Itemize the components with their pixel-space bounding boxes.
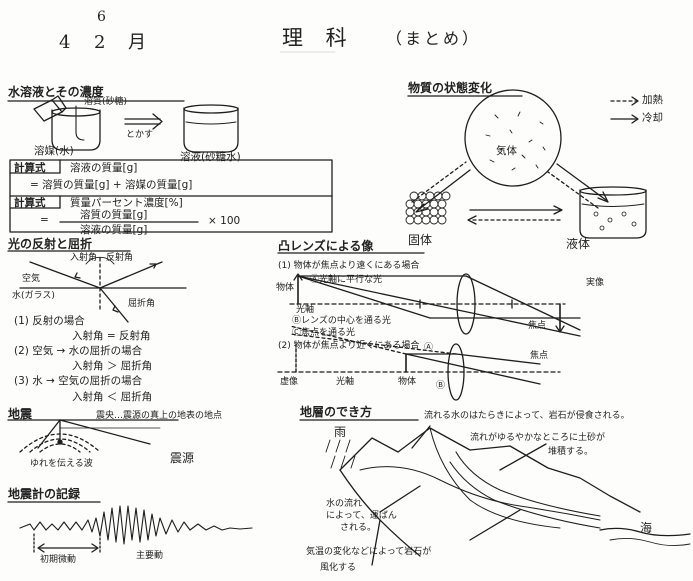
axis2-label: 光軸 xyxy=(336,377,355,387)
water-label: 水(ガラス) xyxy=(12,291,55,301)
legend-cool: 冷却 xyxy=(642,112,663,124)
state-change-heading: 物質の状態変化 xyxy=(408,81,493,95)
lens-case2: (2) 物体が焦点より近くにある場合 xyxy=(278,341,420,351)
solute-label: 溶質(砂糖) xyxy=(84,97,128,107)
lens-case1: (1) 物体が焦点より遠くにある場合 xyxy=(278,261,420,271)
transport-line3: される。 xyxy=(340,523,377,533)
liquid-label: 液体 xyxy=(566,237,591,251)
ray-b-label: Ⓑレンズの中心を通る光 xyxy=(292,316,391,326)
object2-label: 物体 xyxy=(398,377,417,387)
earthquake-heading: 地震 xyxy=(8,407,33,421)
earthquake-diagram xyxy=(7,419,179,453)
focus1-label: 焦点 xyxy=(528,321,547,331)
virtual-image-label: 虚像 xyxy=(280,377,299,387)
rule1b: 入射角 = 反射角 xyxy=(72,330,151,342)
formula2-times: × 100 xyxy=(208,215,241,227)
erosion-label: 流れる水のはたらきによって、岩石が侵食される。 xyxy=(424,411,630,421)
p-wave-label: 初期微動 xyxy=(40,555,77,565)
air-label: 空気 xyxy=(22,274,41,284)
solution-heading: 水溶液とその濃度 xyxy=(8,85,104,99)
ray-a-label: Ⓐ光軸に平行な光 xyxy=(310,275,383,285)
legend-heat: 加熱 xyxy=(642,94,663,106)
solid-label: 固体 xyxy=(408,233,433,247)
formula1-label: 計算式 xyxy=(14,162,46,174)
date-day: 2 xyxy=(94,32,106,53)
formula2-eq: = xyxy=(40,214,49,226)
page-subtitle: （まとめ） xyxy=(386,29,482,48)
stratum-diagram xyxy=(299,419,691,566)
mark-a: Ⓐ xyxy=(424,343,434,353)
epicenter-label: 震央…震源の真上の地表の地点 xyxy=(96,411,223,421)
deposit-line2: 堆積する。 xyxy=(548,447,594,457)
state-change-diagram xyxy=(405,89,647,239)
date-month: 4 xyxy=(59,32,71,53)
focus2-label: 焦点 xyxy=(530,351,549,361)
lens-heading: 凸レンズによる像 xyxy=(278,239,374,253)
reflection-label: 反射角 xyxy=(106,253,134,263)
gas-label: 気体 xyxy=(496,145,517,157)
object-label: 物体 xyxy=(276,283,295,293)
sea-label: 海 xyxy=(640,521,653,535)
lens-diagram xyxy=(277,252,581,401)
formula1-line1: 溶液の質量[g] xyxy=(70,162,138,174)
weathering-line1: 気温の変化などによって岩石が xyxy=(306,547,432,557)
axis-label: 光軸 xyxy=(296,305,315,315)
solution-diagram xyxy=(7,95,333,233)
formula2-label: 計算式 xyxy=(14,197,46,209)
refraction-label: 屈折角 xyxy=(128,299,156,309)
result-label: 溶液(砂糖水) xyxy=(180,151,241,163)
formula1-line2: = 溶質の質量[g] + 溶媒の質量[g] xyxy=(30,179,193,191)
formula2-line1: 質量パーセント濃度[%] xyxy=(70,197,183,209)
date-day-top: 6 xyxy=(97,9,106,25)
wave-label: ゆれを伝える波 xyxy=(30,459,93,469)
rule2b: 入射角 ＞ 屈折角 xyxy=(72,360,153,372)
solvent-label: 溶媒(水) xyxy=(34,145,74,157)
rain-label: 雨 xyxy=(334,425,347,439)
stratum-heading: 地層のでき方 xyxy=(300,405,373,419)
s-wave-label: 主要動 xyxy=(136,551,164,561)
ray-c-label: Ⓒ焦点を通る光 xyxy=(292,328,356,338)
formula2-numerator: 溶質の質量[g] xyxy=(80,209,148,221)
focus-label: 震源 xyxy=(170,451,195,465)
mark-b: Ⓑ xyxy=(436,381,446,391)
page-title: 理 科 xyxy=(282,26,355,50)
deposit-line1: 流れがゆるやかなところに土砂が xyxy=(470,433,606,443)
rule2: (2) 空気 → 水の屈折の場合 xyxy=(14,345,143,357)
dissolve-label: とかす xyxy=(126,130,154,140)
transport-line2: によって、運ばん xyxy=(326,511,397,521)
real-image-label: 実像 xyxy=(586,278,605,288)
seismograph-diagram xyxy=(7,501,253,555)
formula2-denominator: 溶液の質量[g] xyxy=(80,224,148,236)
weathering-line2: 風化する xyxy=(320,563,357,573)
incidence-label: 入射角 xyxy=(70,253,98,263)
rule3: (3) 水 → 空気の屈折の場合 xyxy=(14,375,143,387)
rule1: (1) 反射の場合 xyxy=(14,315,85,327)
light-heading: 光の反射と屈折 xyxy=(8,237,93,251)
seismograph-heading: 地震計の記録 xyxy=(8,487,81,501)
transport-line1: 水の流れ xyxy=(326,499,363,509)
rule3b: 入射角 ＜ 屈折角 xyxy=(72,391,153,403)
light-diagram xyxy=(7,250,187,323)
date-day-unit: 月 xyxy=(128,32,146,53)
